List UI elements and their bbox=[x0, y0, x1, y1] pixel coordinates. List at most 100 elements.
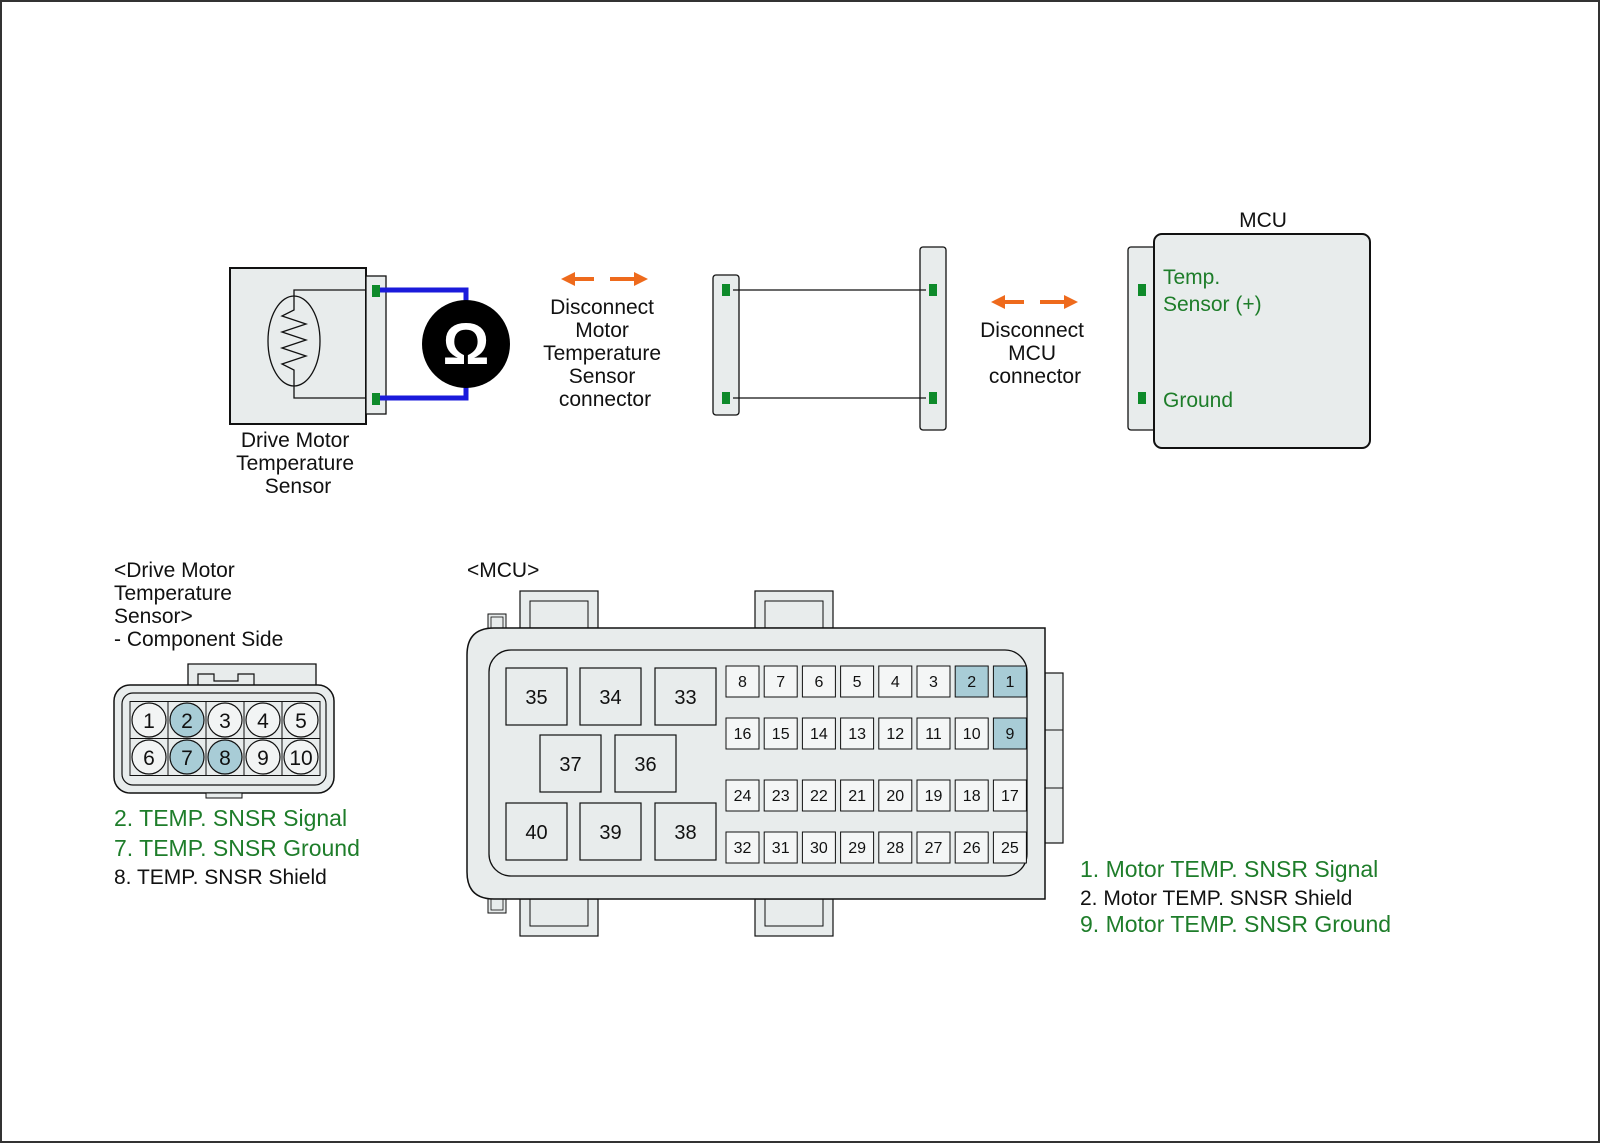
mcu-connector-heading: <MCU> bbox=[467, 559, 539, 582]
mcu-pin-36: 36 bbox=[614, 734, 677, 793]
mcu-pin-label: 37 bbox=[559, 754, 581, 776]
sensor-legend-3: 8. TEMP. SNSR Shield bbox=[114, 866, 327, 889]
sensor-legend-2: 7. TEMP. SNSR Ground bbox=[114, 835, 360, 861]
mcu-pin-label: 20 bbox=[886, 788, 904, 805]
harness-terminal bbox=[722, 392, 730, 404]
mcu-legend-3: 9. Motor TEMP. SNSR Ground bbox=[1080, 911, 1391, 937]
harness-terminal bbox=[929, 284, 937, 296]
mcu-title: MCU bbox=[1239, 209, 1287, 232]
mcu-latch bbox=[519, 590, 599, 629]
sensor-pin-label: 10 bbox=[289, 747, 312, 770]
disconnect-mcu-arrow-icon bbox=[991, 295, 1078, 309]
mcu-pin-label: 31 bbox=[772, 840, 790, 857]
mcu-pin-label: 30 bbox=[810, 840, 828, 857]
mcu-pin-18: 18 bbox=[954, 779, 989, 812]
sensor-pin-label: 1 bbox=[143, 710, 155, 733]
mcu-pin-9: 9 bbox=[992, 717, 1027, 750]
mcu-pin-40: 40 bbox=[505, 802, 568, 861]
mcu-pin-label: 25 bbox=[1001, 840, 1019, 857]
mcu-pin-label: 40 bbox=[525, 822, 547, 844]
mcu-pin-label: 9 bbox=[1005, 726, 1014, 743]
ohm-symbol: Ω bbox=[443, 312, 490, 377]
mcu-pin-label: 1 bbox=[1005, 674, 1014, 691]
sensor-terminal-bottom bbox=[372, 393, 380, 405]
sensor-legend-1: 2. TEMP. SNSR Signal bbox=[114, 805, 347, 831]
sensor-connector-diagram: <Drive Motor Temperature Sensor> - Compo… bbox=[113, 559, 360, 889]
ohmmeter: Ω bbox=[380, 287, 510, 401]
mcu-pin-29: 29 bbox=[840, 831, 875, 864]
sensor-pin-label: 9 bbox=[257, 747, 269, 770]
mcu-latch bbox=[754, 590, 834, 629]
mcu-pin-38: 38 bbox=[654, 802, 717, 861]
mcu-pin-1: 1 bbox=[992, 665, 1027, 698]
sensor-pin-label: 7 bbox=[181, 747, 193, 770]
mcu-pin-34: 34 bbox=[579, 667, 642, 726]
mcu-terminal-temp-sensor-label: Temp. Sensor (+) bbox=[1163, 266, 1262, 316]
mcu-terminal-ground-label: Ground bbox=[1163, 389, 1233, 412]
mcu-pin-label: 15 bbox=[772, 726, 790, 743]
mcu-pin-13: 13 bbox=[840, 717, 875, 750]
mcu-pin-label: 32 bbox=[734, 840, 752, 857]
mcu-pin-12: 12 bbox=[878, 717, 913, 750]
mcu-pin-label: 18 bbox=[963, 788, 981, 805]
mcu-pin-35: 35 bbox=[505, 667, 568, 726]
sensor-pin-label: 6 bbox=[143, 747, 155, 770]
mcu-latch bbox=[754, 898, 834, 937]
mcu-pin-11: 11 bbox=[916, 717, 951, 750]
mcu-side-tab bbox=[1044, 672, 1064, 844]
mcu-pin-7: 7 bbox=[763, 665, 798, 698]
sensor-internal-wire-bottom bbox=[293, 382, 366, 399]
sensor-pin-label: 2 bbox=[181, 710, 193, 733]
mcu-pin-10: 10 bbox=[954, 717, 989, 750]
mcu-pin-label: 14 bbox=[810, 726, 828, 743]
mcu-pin-15: 15 bbox=[763, 717, 798, 750]
mcu-pin-label: 22 bbox=[810, 788, 828, 805]
mcu-legend-1: 1. Motor TEMP. SNSR Signal bbox=[1080, 856, 1378, 882]
mcu-pin-label: 3 bbox=[929, 674, 938, 691]
harness-terminal bbox=[722, 284, 730, 296]
disconnect-mcu-label: Disconnect MCU connector bbox=[980, 319, 1090, 388]
sensor-pin-label: 8 bbox=[219, 747, 231, 770]
mcu-legend-2: 2. Motor TEMP. SNSR Shield bbox=[1080, 887, 1352, 910]
disconnect-sensor-label: Disconnect Motor Temperature Sensor conn… bbox=[543, 296, 667, 411]
sensor-pin-7: 7 bbox=[167, 738, 207, 776]
mcu-pin-label: 6 bbox=[814, 674, 823, 691]
sensor-internal-wire-top bbox=[293, 289, 366, 300]
mcu-pin-24: 24 bbox=[725, 779, 760, 812]
mcu-pin-label: 16 bbox=[734, 726, 752, 743]
mcu-pin-label: 28 bbox=[886, 840, 904, 857]
sensor-pin-label: 4 bbox=[257, 710, 269, 733]
mcu-pin-32: 32 bbox=[725, 831, 760, 864]
mcu-pin-label: 38 bbox=[674, 822, 696, 844]
sensor-pin-10: 10 bbox=[281, 738, 321, 776]
sensor-title: Drive Motor Temperature Sensor bbox=[236, 429, 360, 498]
mcu-pin-17: 17 bbox=[992, 779, 1027, 812]
mcu-unit: MCU Temp. Sensor (+) Ground bbox=[1127, 209, 1371, 449]
sensor-pin-label: 3 bbox=[219, 710, 231, 733]
sensor-pin-5: 5 bbox=[281, 701, 321, 739]
mcu-pin-19: 19 bbox=[916, 779, 951, 812]
connector-latch bbox=[187, 663, 317, 687]
mcu-pin-21: 21 bbox=[840, 779, 875, 812]
harness-terminal bbox=[929, 392, 937, 404]
harness-connector-left bbox=[712, 274, 740, 416]
mcu-pin-4: 4 bbox=[878, 665, 913, 698]
drive-motor-temperature-sensor: Drive Motor Temperature Sensor bbox=[229, 267, 387, 498]
mcu-terminal bbox=[1138, 392, 1146, 404]
mcu-pin-label: 33 bbox=[674, 687, 696, 709]
mcu-pin-label: 11 bbox=[925, 726, 942, 743]
mcu-pin-label: 4 bbox=[891, 674, 900, 691]
mcu-pin-25: 25 bbox=[992, 831, 1027, 864]
mcu-pin-label: 39 bbox=[599, 822, 621, 844]
mcu-pin-label: 17 bbox=[1001, 788, 1019, 805]
mcu-pin-22: 22 bbox=[801, 779, 836, 812]
sensor-pin-6: 6 bbox=[129, 738, 169, 776]
mcu-pin-26: 26 bbox=[954, 831, 989, 864]
ohmmeter-icon bbox=[422, 300, 510, 388]
mcu-pin-8: 8 bbox=[725, 665, 760, 698]
